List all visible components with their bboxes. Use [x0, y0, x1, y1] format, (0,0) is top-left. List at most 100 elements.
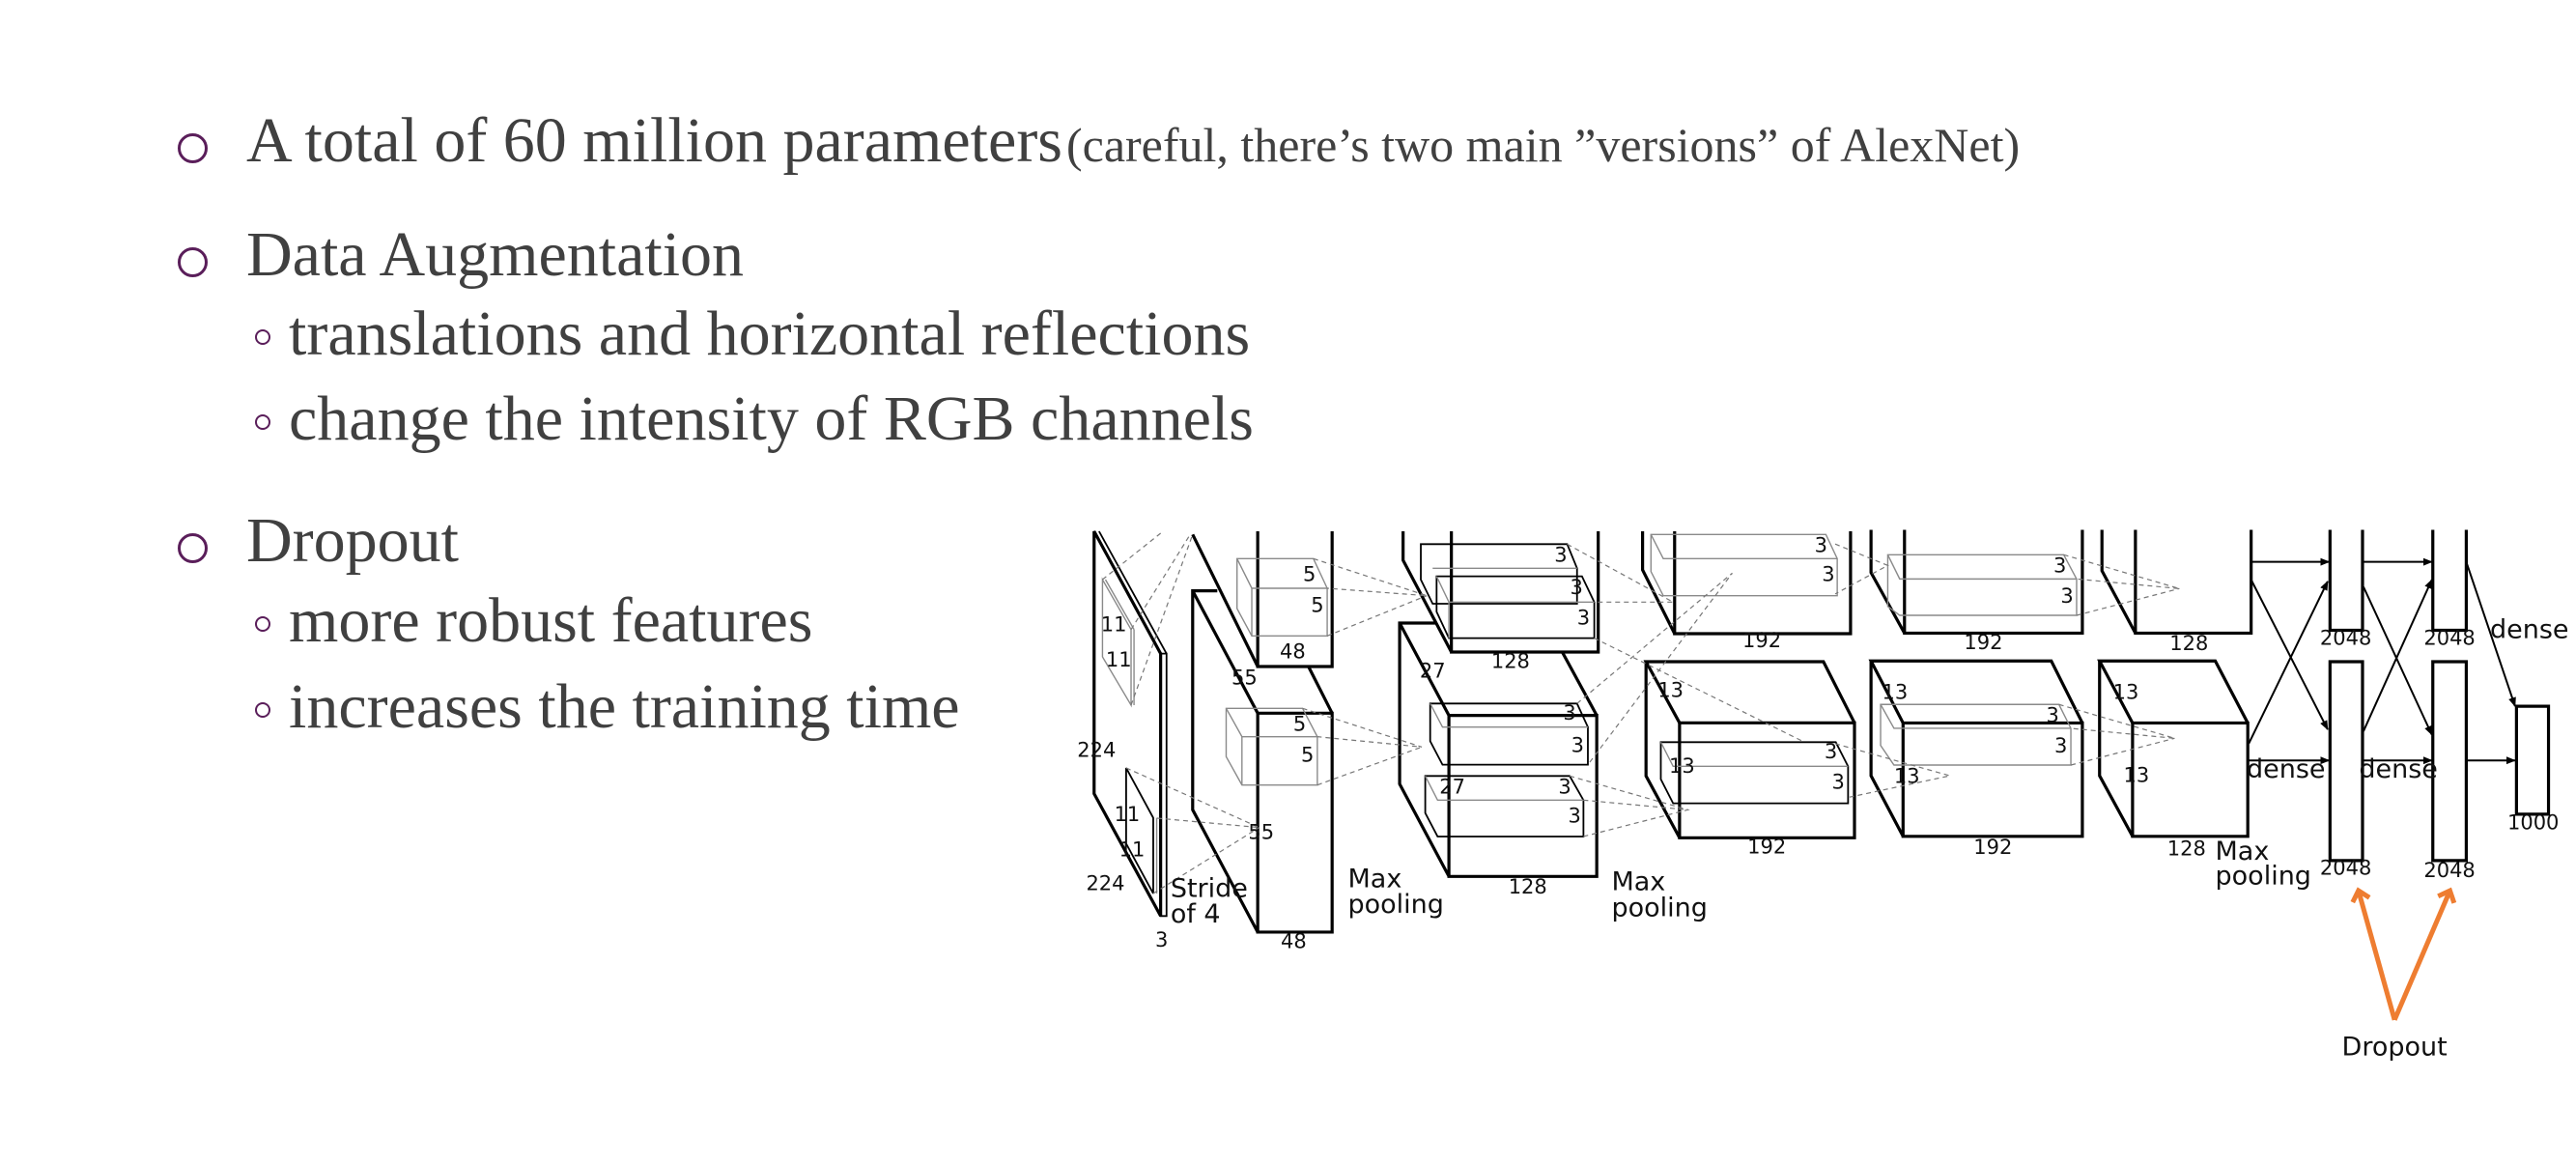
- diagram-label: 3: [1825, 740, 1837, 763]
- diagram-label: 27: [1420, 660, 1446, 683]
- input-layer: [1094, 531, 1167, 916]
- bullet-dropout: Dropout: [246, 505, 459, 576]
- dense-arrows: [2248, 557, 2516, 765]
- bullet-parameters: A total of 60 million parameters (carefu…: [246, 109, 2020, 173]
- diagram-label: 48: [1281, 930, 1307, 953]
- diagram-label: 5: [1301, 743, 1314, 766]
- arrow: [2250, 579, 2329, 730]
- diagram-label: 3: [2047, 704, 2059, 727]
- diagram-label: 2048: [2320, 627, 2371, 650]
- diagram-label: pooling: [1611, 893, 1707, 923]
- dropout-arrows: [2350, 887, 2457, 1021]
- conv5-top: [2102, 529, 2250, 633]
- diagram-label: dense: [2490, 614, 2569, 644]
- dropout-arrow: [2392, 887, 2457, 1021]
- sub-bullet-icon: [255, 414, 270, 430]
- conv3-bottom: [1646, 662, 1854, 838]
- diagram-right-shapes: [1835, 529, 2549, 860]
- conv5-bottom: [2100, 661, 2248, 837]
- diagram-label: 5: [1303, 563, 1316, 586]
- sub-bullet-training-time: increases the training time: [289, 671, 960, 742]
- diagram-label: 11: [1101, 612, 1127, 636]
- diagram-label: 3: [2054, 734, 2067, 757]
- diagram-label: dense: [2247, 754, 2326, 784]
- diagram-label: 13: [2123, 763, 2149, 786]
- conv1-bottom: [1193, 591, 1332, 932]
- diagram-label: 5: [1311, 593, 1323, 616]
- diagram-label: 3: [1569, 805, 1581, 828]
- conv4-bottom: [1871, 661, 2082, 837]
- bullet-text: A total of 60 million parameters: [246, 105, 1062, 176]
- diagram-label: 11: [1106, 648, 1132, 671]
- dropout-label: Dropout: [2342, 1033, 2448, 1063]
- diagram-label: 13: [2113, 681, 2139, 704]
- sub-bullet-robust: more robust features: [289, 585, 813, 656]
- diagram-label: dense: [2359, 754, 2438, 784]
- diagram-label: Max: [1611, 867, 1665, 897]
- diagram-label: 2048: [2320, 857, 2371, 880]
- diagram-label: 2048: [2423, 627, 2475, 650]
- diagram-label: 3: [2060, 584, 2073, 608]
- sub-bullet-icon: [255, 329, 270, 345]
- diagram-label: Max: [1348, 864, 1402, 894]
- arrow: [2363, 586, 2433, 736]
- diagram-label: pooling: [2216, 862, 2311, 892]
- diagram-label: 13: [1657, 679, 1684, 702]
- conv1-top: [1193, 531, 1332, 667]
- diagram-label: 55: [1231, 666, 1258, 689]
- diagram-label: 3: [1554, 544, 1567, 567]
- diagram-label: 13: [1894, 764, 1920, 787]
- diagram-label: 27: [1439, 776, 1465, 799]
- diagram-label: 2048: [2423, 859, 2475, 882]
- diagram-label: 3: [1822, 563, 1834, 586]
- diagram-label: 192: [1973, 836, 2012, 859]
- diagram-label: 3: [1831, 771, 1844, 794]
- diagram-label: 13: [1669, 754, 1695, 778]
- diagram-label: of 4: [1171, 899, 1221, 929]
- diagram-label: 3: [1815, 534, 1827, 557]
- arrow: [2363, 579, 2433, 732]
- diagram-label: 3: [2053, 554, 2066, 578]
- diagram-label: 3: [1577, 607, 1590, 630]
- sub-bullet-icon: [255, 616, 270, 632]
- diagram-label: 3: [1571, 576, 1583, 599]
- diagram-label: 224: [1086, 872, 1124, 895]
- diagram-label: 13: [1882, 681, 1909, 704]
- connection-lines-right: [1835, 544, 2179, 797]
- diagram-label: 48: [1280, 640, 1306, 664]
- diagram-label: 192: [1964, 631, 2002, 654]
- sub-bullet-icon: [255, 702, 270, 718]
- bullet-icon: [178, 533, 208, 563]
- diagram-left-shapes: [1094, 531, 1854, 932]
- arrow: [2248, 581, 2329, 745]
- diagram-label: 1000: [2507, 810, 2559, 834]
- arrow: [2465, 561, 2516, 708]
- bullet-icon: [178, 133, 208, 163]
- bullet-icon: [178, 247, 208, 277]
- bullet-data-augmentation: Data Augmentation: [246, 219, 745, 290]
- diagram-label: 128: [1491, 650, 1530, 673]
- conv4-top: [1871, 529, 2082, 633]
- diagram-label: 3: [1155, 928, 1168, 951]
- sub-bullet-rgb: change the intensity of RGB channels: [289, 383, 1254, 454]
- diagram-label: 128: [2169, 632, 2208, 655]
- conv2-top: [1403, 531, 1599, 652]
- diagram-label: 11: [1115, 803, 1141, 826]
- bullet-note: (careful, there’s two main ”versions” of…: [1065, 118, 2021, 172]
- diagram-label: Max: [2216, 837, 2270, 866]
- connection-lines: [1102, 531, 1800, 894]
- diagram-label: Stride: [1171, 873, 1248, 903]
- diagram-label: 11: [1119, 838, 1146, 862]
- dropout-arrow: [2350, 887, 2397, 1021]
- diagram-label: 55: [1248, 820, 1274, 843]
- diagram-label: 5: [1293, 713, 1306, 736]
- diagram-label: 128: [2167, 837, 2206, 860]
- diagram-label: 192: [1742, 629, 1781, 652]
- diagram-label: 192: [1747, 835, 1786, 858]
- diagram-label: 3: [1558, 776, 1571, 799]
- diagram-label: 128: [1509, 875, 1547, 898]
- sub-bullet-translations: translations and horizontal reflections: [289, 298, 1251, 369]
- diagram-label: 3: [1563, 701, 1575, 724]
